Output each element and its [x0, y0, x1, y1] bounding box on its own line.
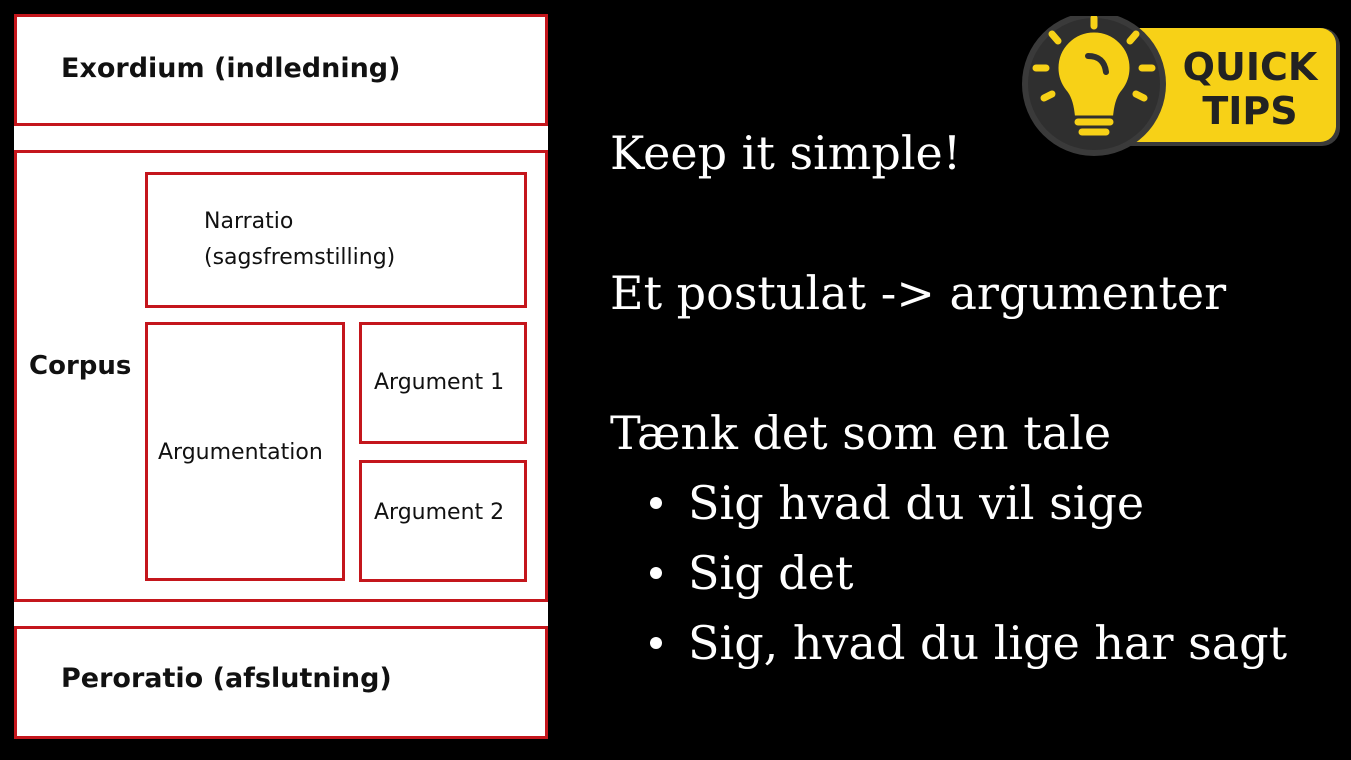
- narratio-box: Narratio (sagsfremstilling): [145, 172, 527, 308]
- bullet-dot: [650, 567, 662, 579]
- argumentation-box: Argumentation: [145, 322, 345, 581]
- badge-line1: QUICK: [1183, 45, 1319, 89]
- bullet-dot: [650, 637, 662, 649]
- quick-tips-badge: QUICK TIPS: [1022, 12, 1342, 156]
- peroratio-box: Peroratio (afslutning): [14, 626, 548, 739]
- narratio-sub-label: (sagsfremstilling): [204, 245, 396, 270]
- quick-tips-graphic: QUICK TIPS: [1022, 12, 1340, 156]
- lightbulb-icon: [1032, 14, 1156, 136]
- tip-tale: Tænk det som en tale: [610, 406, 1112, 460]
- corpus-label: Corpus: [29, 351, 132, 381]
- bullet-item: Sig, hvad du lige har sagt: [650, 616, 1287, 670]
- narratio-label: Narratio: [204, 209, 294, 234]
- bullet-dot: [650, 497, 662, 509]
- bullet-item: Sig det: [650, 546, 853, 600]
- argument-1-box: Argument 1: [359, 322, 527, 444]
- bullet-text: Sig det: [688, 546, 854, 600]
- argument-2-box: Argument 2: [359, 460, 527, 582]
- rhetoric-structure-diagram: Exordium (indledning) Corpus Narratio (s…: [14, 14, 548, 739]
- exordium-box: Exordium (indledning): [14, 14, 548, 126]
- argument-2-label: Argument 2: [374, 500, 505, 525]
- peroratio-label: Peroratio (afslutning): [61, 663, 392, 694]
- tips-panel: Keep it simple! Et postulat -> argumente…: [610, 0, 1330, 760]
- bullet-text: Sig hvad du vil sige: [688, 476, 1145, 530]
- tip-postulat: Et postulat -> argumenter: [610, 266, 1227, 320]
- argument-1-label: Argument 1: [374, 370, 505, 395]
- exordium-label: Exordium (indledning): [61, 53, 401, 84]
- argumentation-label: Argumentation: [158, 440, 323, 465]
- bullet-text: Sig, hvad du lige har sagt: [688, 616, 1288, 670]
- badge-line2: TIPS: [1202, 89, 1297, 133]
- bullet-item: Sig hvad du vil sige: [650, 476, 1144, 530]
- tip-keep-simple: Keep it simple!: [610, 126, 962, 180]
